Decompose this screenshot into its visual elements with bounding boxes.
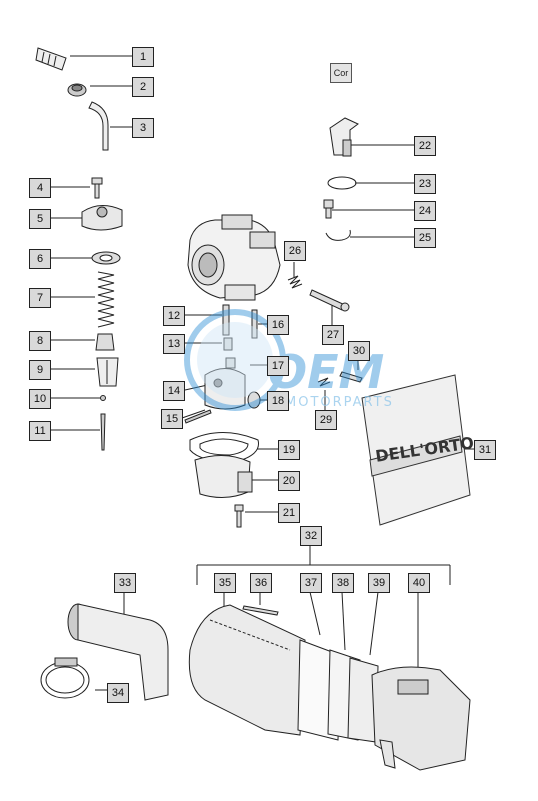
part-22-choke	[329, 117, 359, 157]
carburettor-body	[187, 214, 281, 301]
part-15-pin	[184, 409, 212, 424]
callout-39[interactable]: 39	[368, 573, 390, 593]
part-40-airbox-cover	[371, 666, 471, 771]
callout-24[interactable]: 24	[414, 201, 436, 221]
callout-13[interactable]: 13	[163, 334, 185, 354]
callout-38[interactable]: 38	[332, 573, 354, 593]
part-4-screw	[91, 177, 103, 199]
part-1-adjuster	[35, 47, 67, 71]
callout-21[interactable]: 21	[278, 503, 300, 523]
callout-1[interactable]: 1	[132, 47, 154, 67]
part-25-clip	[325, 229, 351, 241]
part-8-clip	[95, 333, 115, 351]
callout-16[interactable]: 16	[267, 315, 289, 335]
part-17-screw	[225, 357, 236, 369]
callout-29[interactable]: 29	[315, 410, 337, 430]
part-2-nut	[67, 83, 87, 97]
callout-33[interactable]: 33	[114, 573, 136, 593]
callout-20[interactable]: 20	[278, 471, 300, 491]
part-6-washer	[91, 251, 121, 265]
callout-31[interactable]: 31	[474, 440, 496, 460]
callout-17[interactable]: 17	[267, 356, 289, 376]
part-13-jet	[223, 337, 233, 351]
part-24-screw	[323, 199, 334, 219]
cor-label: Cor	[330, 63, 352, 83]
callout-37[interactable]: 37	[300, 573, 322, 593]
part-35-airbox-housing	[188, 604, 306, 736]
part-26-spring	[287, 275, 303, 289]
callout-8[interactable]: 8	[29, 331, 51, 351]
part-5-cover	[81, 205, 123, 231]
callout-26[interactable]: 26	[284, 241, 306, 261]
callout-15[interactable]: 15	[161, 409, 183, 429]
part-33-intake-tube	[67, 603, 169, 701]
callout-30[interactable]: 30	[348, 341, 370, 361]
callout-22[interactable]: 22	[414, 136, 436, 156]
part-36-screw	[242, 605, 279, 616]
callout-40[interactable]: 40	[408, 573, 430, 593]
callout-36[interactable]: 36	[250, 573, 272, 593]
callout-12[interactable]: 12	[163, 306, 185, 326]
part-3-cable-guide	[88, 101, 109, 151]
callout-25[interactable]: 25	[414, 228, 436, 248]
part-31-gasket-kit-bag	[361, 374, 471, 526]
part-34-hose-clamp	[40, 657, 90, 699]
callout-10[interactable]: 10	[29, 389, 51, 409]
callout-3[interactable]: 3	[132, 118, 154, 138]
part-11-needle	[100, 413, 106, 451]
part-14-float	[204, 368, 246, 410]
part-23-o-ring	[327, 176, 357, 190]
callout-11[interactable]: 11	[29, 421, 51, 441]
part-27-idle-screw	[309, 289, 350, 312]
callout-34[interactable]: 34	[107, 683, 129, 703]
callout-32[interactable]: 32	[300, 526, 322, 546]
callout-5[interactable]: 5	[29, 209, 51, 229]
callout-6[interactable]: 6	[29, 249, 51, 269]
callout-2[interactable]: 2	[132, 77, 154, 97]
part-12-main-jet	[222, 304, 230, 336]
part-30-screw	[339, 371, 363, 383]
callout-23[interactable]: 23	[414, 174, 436, 194]
callout-4[interactable]: 4	[29, 178, 51, 198]
part-18-washer	[247, 391, 261, 409]
part-16-jet	[251, 309, 258, 339]
callout-19[interactable]: 19	[278, 440, 300, 460]
part-29-spring	[317, 377, 331, 387]
callout-14[interactable]: 14	[163, 381, 185, 401]
watermark-text: MOTORPARTS	[285, 395, 394, 410]
part-9-slide-valve	[96, 357, 119, 387]
callout-35[interactable]: 35	[214, 573, 236, 593]
callout-7[interactable]: 7	[29, 288, 51, 308]
callout-27[interactable]: 27	[322, 325, 344, 345]
part-10-clip	[100, 395, 106, 401]
part-20-float-bowl	[194, 455, 253, 498]
callout-18[interactable]: 18	[267, 391, 289, 411]
part-7-spring	[97, 271, 115, 328]
part-19-gasket	[189, 432, 260, 463]
part-21-screw	[234, 504, 244, 528]
callout-9[interactable]: 9	[29, 360, 51, 380]
